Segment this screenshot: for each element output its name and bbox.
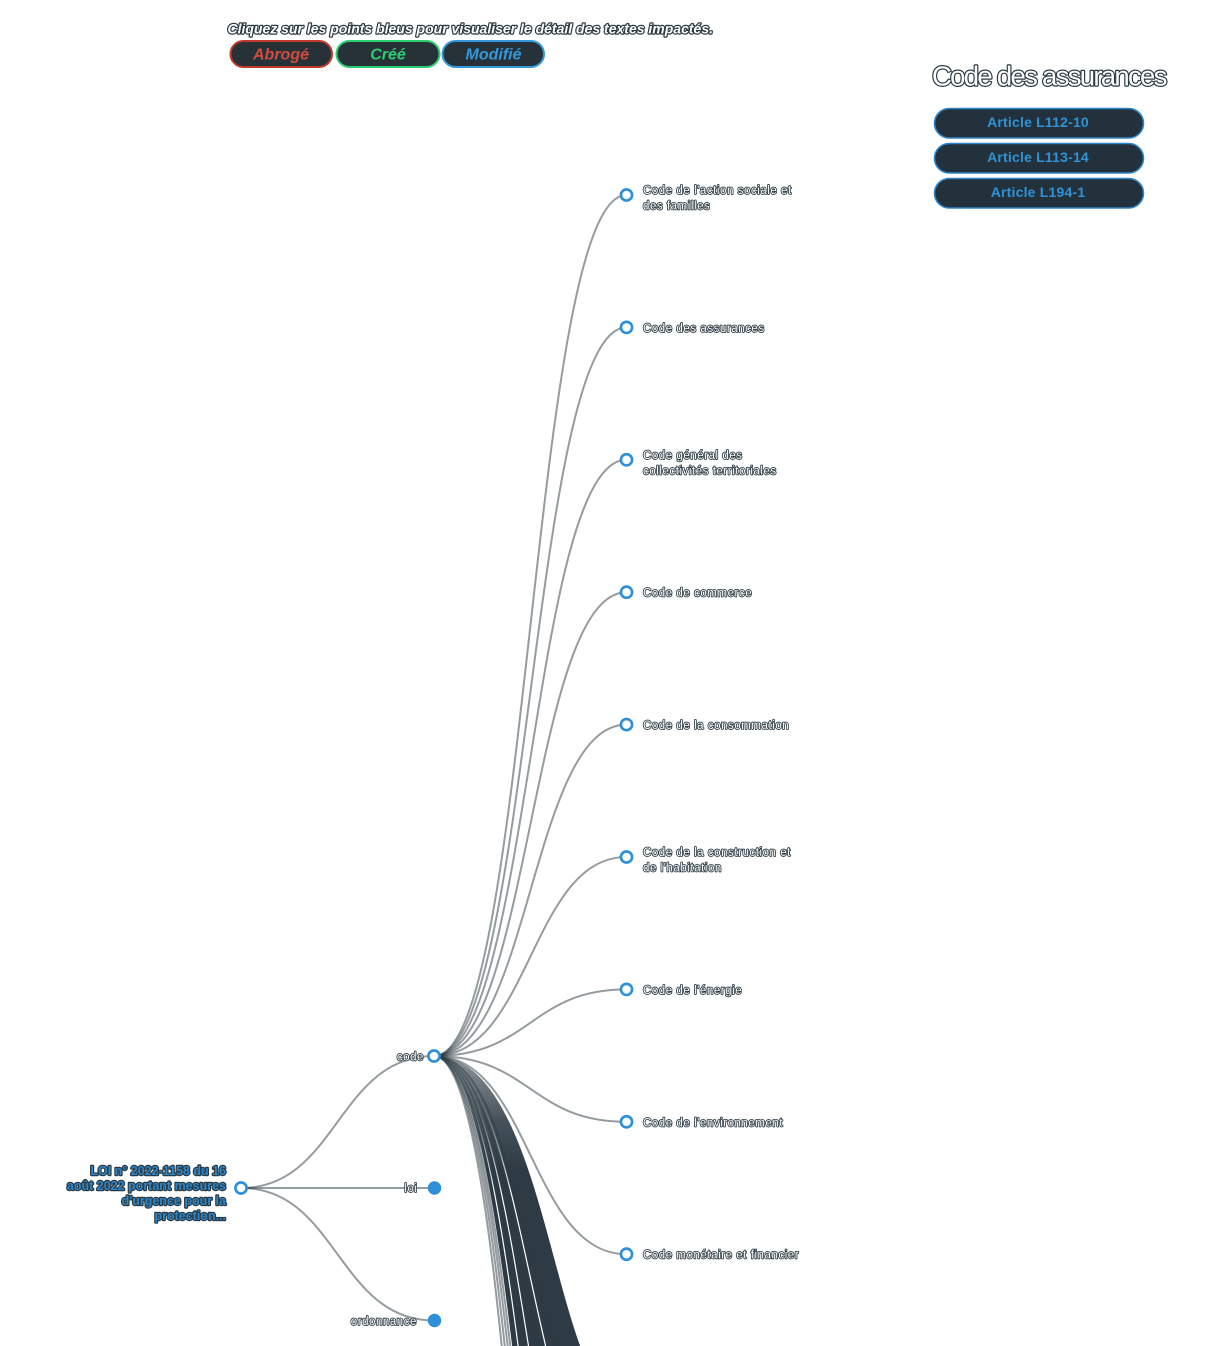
svg-text:Code de l'environnement: Code de l'environnement bbox=[643, 1117, 783, 1129]
svg-text:Code de l'énergie: Code de l'énergie bbox=[643, 985, 742, 997]
svg-text:Code de l'environnement: Code de l'environnement bbox=[643, 1117, 783, 1129]
svg-text:de l'habitation: de l'habitation bbox=[643, 863, 722, 875]
svg-text:Code monétaire et financier: Code monétaire et financier bbox=[643, 1250, 799, 1262]
svg-text:Cliquez sur les points bleus p: Cliquez sur les points bleus pour visual… bbox=[228, 21, 714, 37]
svg-text:Code de la construction et: Code de la construction et bbox=[643, 847, 791, 859]
svg-text:Article L113-14: Article L113-14 bbox=[987, 149, 1089, 165]
svg-text:Code général des: Code général des bbox=[643, 450, 743, 462]
svg-text:des familles: des familles bbox=[643, 201, 710, 213]
svg-text:août 2022 portant mesures: août 2022 portant mesures bbox=[67, 1179, 226, 1193]
svg-text:LOI n° 2022-1158 du 16: LOI n° 2022-1158 du 16 bbox=[90, 1164, 226, 1178]
svg-text:de l'habitation: de l'habitation bbox=[643, 863, 722, 875]
svg-text:Cliquez sur les points bleus p: Cliquez sur les points bleus pour visual… bbox=[228, 21, 714, 37]
svg-text:protection...: protection... bbox=[154, 1209, 226, 1223]
svg-text:Code de l'action sociale et: Code de l'action sociale et bbox=[643, 185, 792, 197]
svg-text:Article L194-1: Article L194-1 bbox=[991, 184, 1086, 200]
svg-text:Modifié: Modifié bbox=[466, 47, 522, 64]
svg-text:Code des assurances: Code des assurances bbox=[643, 323, 765, 335]
svg-text:Code de la consommation: Code de la consommation bbox=[643, 720, 789, 732]
svg-text:Abrogé: Abrogé bbox=[252, 47, 309, 64]
svg-text:d'urgence pour la: d'urgence pour la bbox=[122, 1194, 227, 1208]
svg-text:Code des assurances: Code des assurances bbox=[932, 61, 1167, 92]
svg-text:Code de l'action sociale et: Code de l'action sociale et bbox=[643, 185, 792, 197]
svg-text:protection...: protection... bbox=[154, 1209, 226, 1223]
svg-text:Code de la construction et: Code de la construction et bbox=[643, 847, 791, 859]
svg-text:LOI n° 2022-1158 du 16: LOI n° 2022-1158 du 16 bbox=[90, 1164, 226, 1178]
svg-text:ordonnance: ordonnance bbox=[351, 1316, 417, 1328]
svg-text:Code de l'énergie: Code de l'énergie bbox=[643, 985, 742, 997]
svg-text:Code de commerce: Code de commerce bbox=[643, 588, 752, 600]
svg-text:d'urgence pour la: d'urgence pour la bbox=[122, 1194, 227, 1208]
svg-text:Code des assurances: Code des assurances bbox=[643, 323, 765, 335]
svg-text:loi: loi bbox=[404, 1183, 417, 1195]
svg-text:Article L112-10: Article L112-10 bbox=[987, 114, 1089, 130]
svg-text:Code général des: Code général des bbox=[643, 450, 743, 462]
svg-text:collectivités territoriales: collectivités territoriales bbox=[643, 465, 777, 477]
svg-text:Créé: Créé bbox=[370, 47, 406, 64]
svg-text:Code de la consommation: Code de la consommation bbox=[643, 720, 789, 732]
svg-text:Code de commerce: Code de commerce bbox=[643, 588, 752, 600]
svg-text:août 2022 portant mesures: août 2022 portant mesures bbox=[67, 1179, 226, 1193]
svg-text:des familles: des familles bbox=[643, 201, 710, 213]
svg-text:Code des assurances: Code des assurances bbox=[932, 61, 1167, 92]
svg-text:code: code bbox=[397, 1052, 424, 1064]
svg-text:code: code bbox=[397, 1052, 424, 1064]
svg-text:collectivités territoriales: collectivités territoriales bbox=[643, 465, 777, 477]
svg-text:ordonnance: ordonnance bbox=[351, 1316, 417, 1328]
svg-text:Code monétaire et financier: Code monétaire et financier bbox=[643, 1250, 799, 1262]
svg-text:loi: loi bbox=[404, 1183, 417, 1195]
